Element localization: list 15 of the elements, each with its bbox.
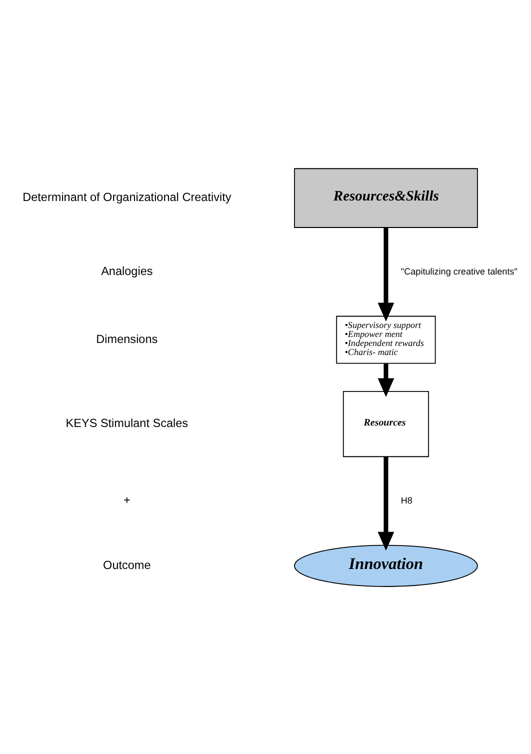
node-box: Resources&Skills: [294, 168, 478, 228]
arrow: [378, 363, 394, 396]
arrow: [378, 227, 394, 321]
edge-label: H8: [400, 495, 412, 506]
label: Determinant of Organizational Creativity: [22, 190, 232, 204]
node-ellipse: Innovation: [294, 544, 478, 586]
label: Dimensions: [96, 332, 158, 346]
arrow: [378, 456, 394, 550]
label: Analogies: [101, 264, 153, 278]
label: Outcome: [103, 558, 151, 572]
edge-label: "Capitulizing creative talents": [400, 266, 518, 276]
node-box: Resources: [342, 390, 429, 457]
label: +: [123, 494, 130, 507]
label: KEYS Stimulant Scales: [66, 416, 188, 430]
node-box: •Supervisory support •Empower ment •Independent rewards •Charis- matic: [336, 315, 436, 364]
